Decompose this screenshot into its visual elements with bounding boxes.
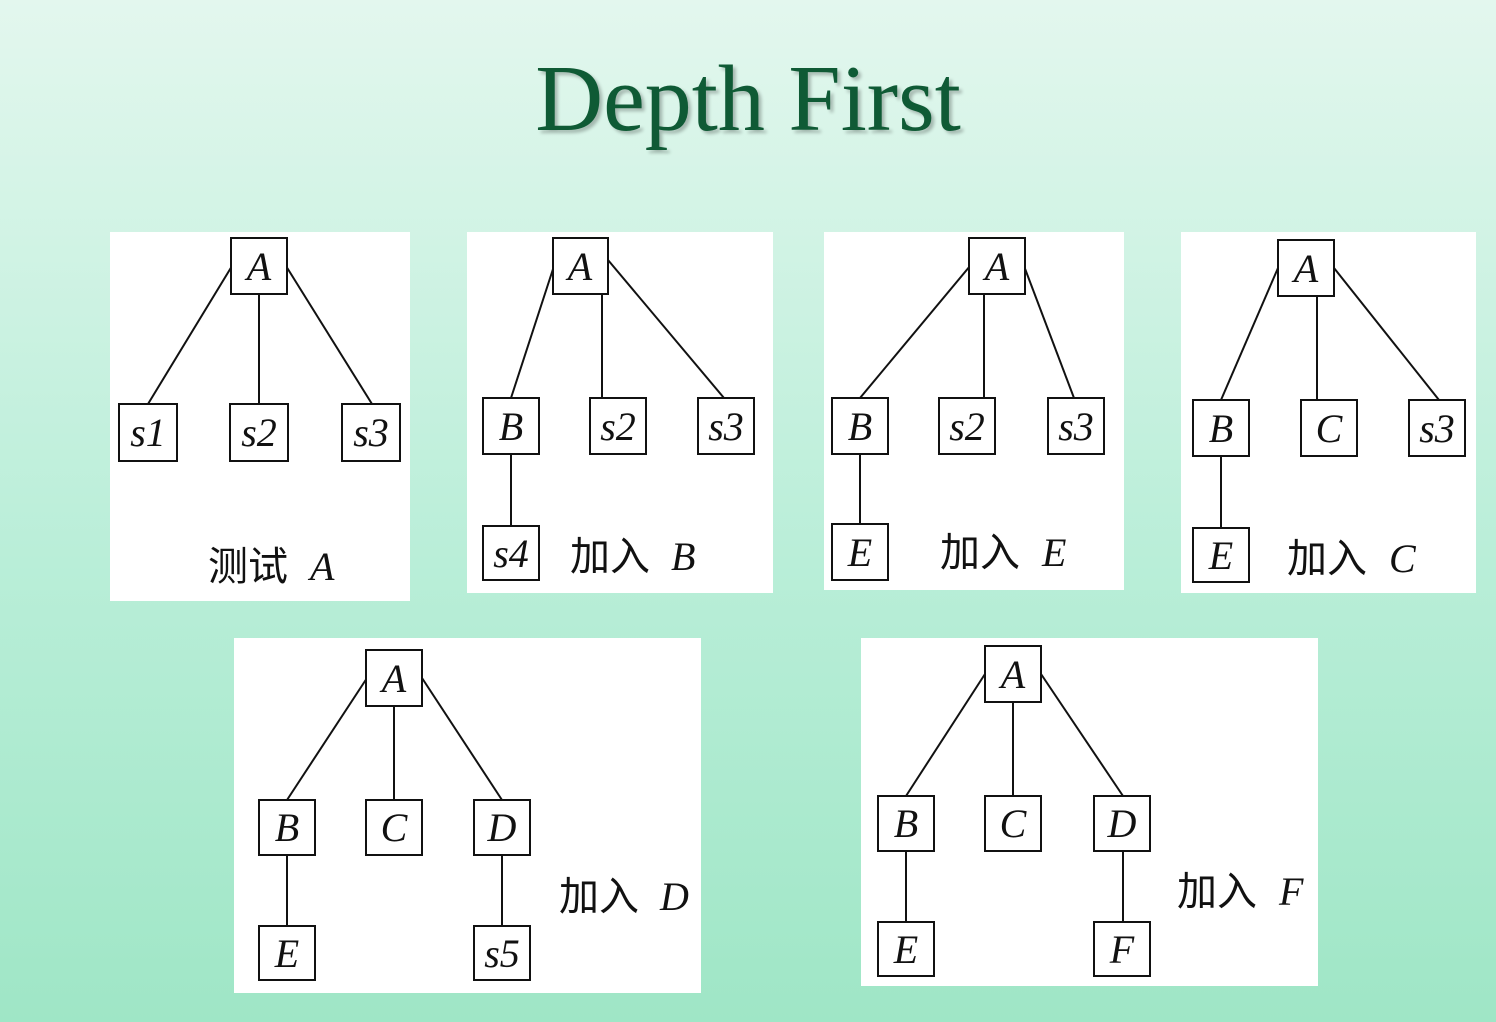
svg-text:A: A xyxy=(379,656,407,701)
svg-text:s3: s3 xyxy=(1058,404,1094,449)
svg-text:E: E xyxy=(847,530,872,575)
svg-text:s2: s2 xyxy=(949,404,985,449)
node-child2: s2 xyxy=(938,397,996,455)
svg-text:s3: s3 xyxy=(353,410,389,455)
tree-diagram-5: A B C D E s5 加入 D xyxy=(258,649,689,981)
tree-panel-5: A B C D E s5 加入 D xyxy=(234,638,701,993)
svg-text:A: A xyxy=(982,244,1010,289)
svg-text:s2: s2 xyxy=(241,410,277,455)
svg-text:s4: s4 xyxy=(493,531,529,576)
tree-diagram-2: A B s2 s3 s4 加入 B xyxy=(482,237,755,581)
tree-panel-6: A B C D E F 加入 F xyxy=(861,638,1318,986)
svg-text:A: A xyxy=(1291,246,1319,291)
svg-text:A: A xyxy=(565,244,593,289)
node-child2: C xyxy=(1300,399,1358,457)
caption-variable: B xyxy=(671,534,695,579)
caption-label: 加入 xyxy=(570,534,650,580)
svg-text:E: E xyxy=(1208,533,1233,578)
tree-diagram-4: A B C s3 E 加入 C xyxy=(1192,239,1466,583)
edge-root-child1 xyxy=(510,265,555,399)
node-root: A xyxy=(552,237,609,295)
edge-root-child3 xyxy=(1040,673,1124,797)
tree-panel-1: A s1 s2 s3 测试 A xyxy=(110,232,410,601)
caption-variable: E xyxy=(1041,530,1066,575)
node-grandchild3: s5 xyxy=(473,925,531,981)
caption-variable: C xyxy=(1389,536,1417,581)
svg-text:s5: s5 xyxy=(484,931,520,976)
node-grandchild3: F xyxy=(1093,921,1151,977)
node-child2: C xyxy=(365,799,423,856)
node-root: A xyxy=(365,649,423,707)
svg-text:F: F xyxy=(1109,927,1135,972)
edge-root-child3 xyxy=(1023,265,1075,399)
node-child3: s3 xyxy=(1408,399,1466,457)
caption-label: 加入 xyxy=(1287,536,1367,582)
node-child3: s3 xyxy=(1047,397,1105,455)
edge-root-child3 xyxy=(421,677,503,801)
caption-label: 测试 xyxy=(208,544,288,590)
svg-text:s1: s1 xyxy=(130,410,166,455)
node-root: A xyxy=(1277,239,1335,297)
svg-text:s2: s2 xyxy=(600,404,636,449)
edge-root-child1 xyxy=(859,265,971,399)
node-child2: C xyxy=(984,795,1042,852)
node-grandchild1: E xyxy=(1192,527,1250,583)
node-grandchild1: E xyxy=(877,921,935,977)
node-child1: B xyxy=(877,795,935,852)
node-root: A xyxy=(230,237,288,295)
node-child1: s1 xyxy=(118,403,178,462)
svg-text:C: C xyxy=(1000,801,1028,846)
node-root: A xyxy=(968,237,1026,295)
tree-diagram-1: A s1 s2 s3 测试 A xyxy=(118,237,401,590)
svg-text:C: C xyxy=(381,805,409,850)
tree-diagram-3: A B s2 s3 E 加入 E xyxy=(831,237,1105,581)
svg-text:B: B xyxy=(848,404,872,449)
tree-diagram-6: A B C D E F 加入 F xyxy=(877,645,1304,977)
svg-text:A: A xyxy=(244,244,272,289)
caption-label: 加入 xyxy=(940,530,1020,576)
svg-text:B: B xyxy=(275,805,299,850)
tree-panel-2: A B s2 s3 s4 加入 B xyxy=(467,232,773,593)
tree-panel-3: A B s2 s3 E 加入 E xyxy=(824,232,1124,590)
node-child1: B xyxy=(482,397,540,455)
node-child3: D xyxy=(473,799,531,856)
node-child3: s3 xyxy=(341,403,401,462)
svg-text:E: E xyxy=(274,931,299,976)
caption-label: 加入 xyxy=(559,874,639,920)
tree-panel-4: A B C s3 E 加入 C xyxy=(1181,232,1476,593)
svg-text:D: D xyxy=(1107,801,1137,846)
svg-text:B: B xyxy=(894,801,918,846)
edge-root-child3 xyxy=(607,259,725,399)
node-child2: s2 xyxy=(589,397,647,455)
caption-label: 加入 xyxy=(1177,869,1257,915)
node-child3: D xyxy=(1093,795,1151,852)
edge-root-child3 xyxy=(285,265,373,405)
node-grandchild1: s4 xyxy=(482,525,540,581)
node-grandchild1: E xyxy=(831,523,889,581)
svg-text:A: A xyxy=(998,652,1026,697)
svg-text:E: E xyxy=(893,927,918,972)
node-child2: s2 xyxy=(229,403,289,462)
caption-variable: D xyxy=(659,874,689,919)
edge-root-child1 xyxy=(1220,267,1279,401)
caption-variable: F xyxy=(1278,869,1304,914)
svg-text:B: B xyxy=(499,404,523,449)
node-child1: B xyxy=(831,397,889,455)
edge-root-child1 xyxy=(905,673,986,797)
edge-root-child3 xyxy=(1333,267,1440,401)
edge-root-child1 xyxy=(286,677,368,801)
caption-variable: A xyxy=(307,544,335,589)
page-title: Depth First xyxy=(535,47,961,151)
node-child1: B xyxy=(258,799,316,856)
svg-text:s3: s3 xyxy=(708,404,744,449)
edge-root-child1 xyxy=(147,265,233,405)
node-grandchild1: E xyxy=(258,925,316,981)
node-root: A xyxy=(984,645,1042,703)
node-child3: s3 xyxy=(697,397,755,455)
svg-text:C: C xyxy=(1316,406,1344,451)
node-child1: B xyxy=(1192,399,1250,457)
svg-text:B: B xyxy=(1209,406,1233,451)
svg-text:s3: s3 xyxy=(1419,406,1455,451)
svg-text:D: D xyxy=(487,805,517,850)
